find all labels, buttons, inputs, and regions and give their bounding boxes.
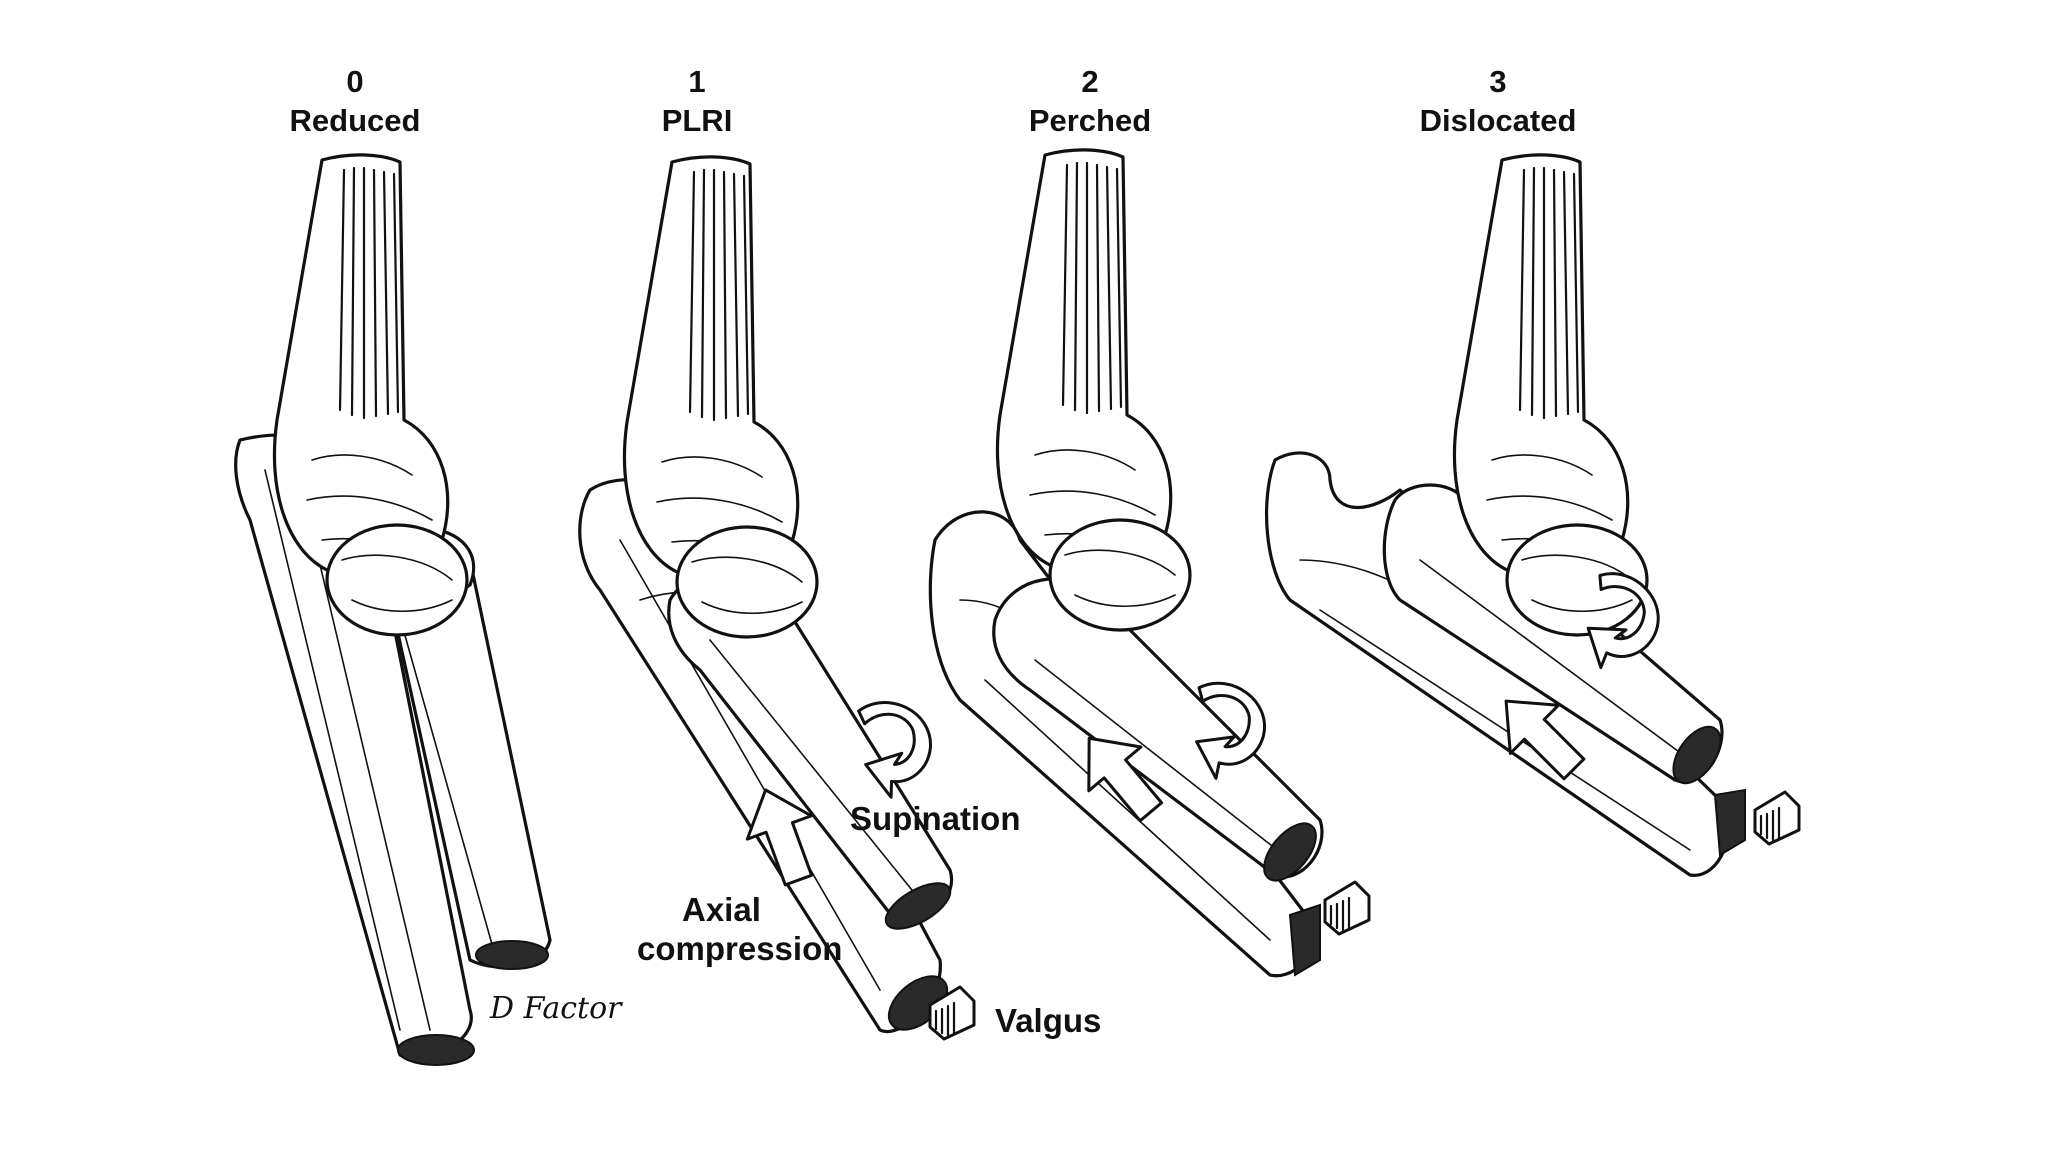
artist-signature: D Factor bbox=[489, 991, 623, 1026]
stage-2-illustration bbox=[928, 148, 1371, 978]
stage-1-label: PLRI bbox=[662, 103, 733, 138]
axial-compression-label-line1: Axial bbox=[682, 891, 761, 928]
stage-0-illustration bbox=[234, 153, 552, 1066]
stage-3-label: Dislocated bbox=[1420, 103, 1577, 138]
axial-compression-label-line2: compression bbox=[637, 930, 842, 967]
stage-0-label: Reduced bbox=[290, 103, 421, 138]
stage-3-illustration bbox=[1264, 153, 1801, 877]
stage-1-illustration bbox=[578, 155, 976, 1041]
supination-label: Supination bbox=[850, 800, 1020, 837]
stage-1-number: 1 bbox=[688, 64, 705, 99]
stage-3-number: 3 bbox=[1489, 64, 1506, 99]
stage-2-number: 2 bbox=[1081, 64, 1098, 99]
valgus-arrow-icon bbox=[1323, 880, 1371, 936]
radius-illustration bbox=[992, 577, 1324, 879]
stage-0-number: 0 bbox=[346, 64, 363, 99]
stage-2-label: Perched bbox=[1029, 103, 1151, 138]
valgus-label: Valgus bbox=[995, 1002, 1101, 1039]
valgus-arrow-icon bbox=[1753, 790, 1801, 846]
